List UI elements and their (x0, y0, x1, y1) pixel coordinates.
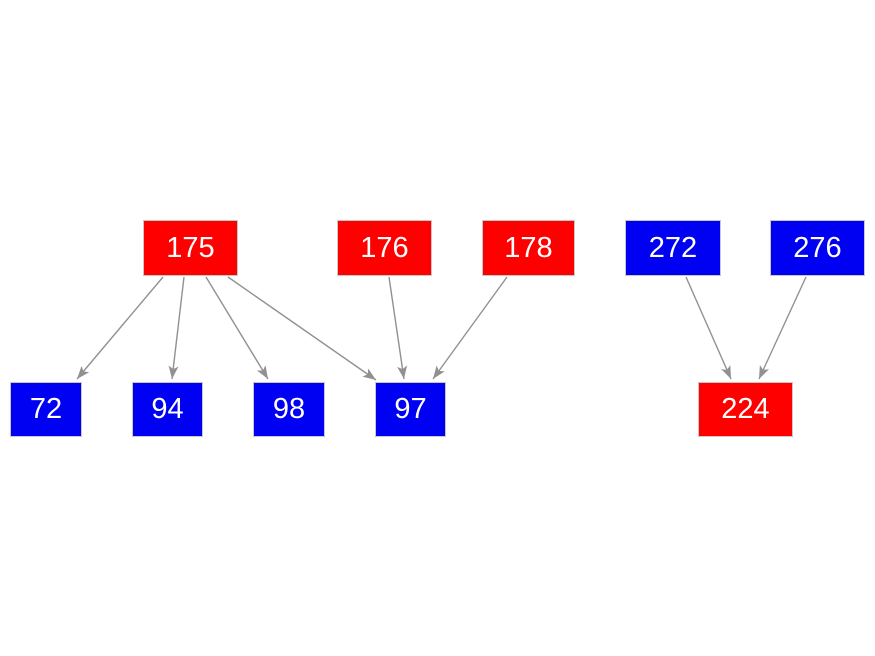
edge-175-to-94 (168, 276, 185, 380)
node-label: 72 (29, 393, 63, 425)
edge-175-to-72 (76, 276, 164, 380)
node-label: 224 (721, 393, 770, 425)
node-label: 175 (166, 231, 215, 264)
node-276: 276 (770, 220, 865, 276)
node-label: 272 (648, 231, 698, 264)
node-272: 272 (625, 220, 721, 276)
edge-175-to-98 (205, 276, 269, 380)
node-label: 94 (151, 393, 184, 425)
node-label: 97 (394, 393, 427, 425)
node-224: 224 (698, 382, 793, 437)
edge-272-to-224 (685, 276, 732, 380)
node-175: 175 (143, 220, 238, 276)
node-178: 178 (482, 220, 575, 276)
edge-276-to-224 (758, 276, 807, 380)
node-97: 97 (375, 382, 446, 437)
node-94: 94 (132, 382, 203, 437)
edge-178-to-97 (432, 276, 508, 380)
node-72: 72 (10, 382, 82, 437)
node-98: 98 (253, 382, 325, 437)
edge-176-to-97 (388, 276, 408, 380)
node-label: 276 (793, 231, 842, 264)
node-label: 178 (504, 231, 553, 264)
node-label: 176 (360, 231, 409, 264)
edge-175-to-97 (227, 276, 377, 381)
node-label: 98 (272, 393, 306, 425)
node-176: 176 (337, 220, 432, 276)
